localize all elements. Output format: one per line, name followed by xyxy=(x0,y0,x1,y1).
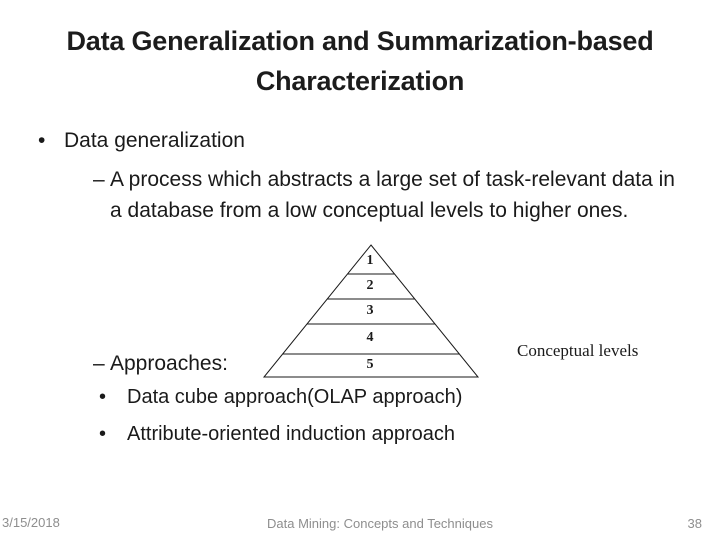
sub-bullet-process: – A process which abstracts a large set … xyxy=(93,164,675,226)
sub-bullet-approaches: –Approaches: xyxy=(93,351,228,377)
pyramid-level-1: 1 xyxy=(366,253,374,268)
slide-title-line-1: Data Generalization and Summarization-ba… xyxy=(66,26,654,56)
slide-title-line-2: Characterization xyxy=(255,66,465,96)
item-data-cube-approach: • Data cube approach(OLAP approach) xyxy=(99,384,462,410)
dash-bullet-icon: – xyxy=(93,168,105,191)
footer-date: 3/15/2018 xyxy=(2,515,60,530)
sub-bullet-process-line-1: A process which abstracts a large set of… xyxy=(110,168,675,191)
bullet-dot-icon: • xyxy=(99,386,107,408)
bullet-data-generalization-label: Data generalization xyxy=(64,129,245,152)
pyramid-level-4: 4 xyxy=(366,330,374,345)
item-data-cube-approach-label: Data cube approach(OLAP approach) xyxy=(127,386,463,408)
pyramid-outline xyxy=(262,244,480,378)
bullet-dot-icon: • xyxy=(38,129,46,152)
bullet-data-generalization: • Data generalization xyxy=(38,128,245,154)
footer-book-title: Data Mining: Concepts and Techniques xyxy=(267,516,493,531)
pyramid-level-5: 5 xyxy=(366,357,374,372)
sub-bullet-process-line-2: a database from a low conceptual levels … xyxy=(110,199,629,222)
footer-page-number: 38 xyxy=(687,516,702,531)
item-attribute-oriented-induction: • Attribute-oriented induction approach xyxy=(99,421,455,447)
sub-bullet-approaches-label: Approaches: xyxy=(110,352,228,375)
pyramid-diagram: 1 2 3 4 5 xyxy=(255,240,485,380)
slide-title: Data Generalization and Summarization-ba… xyxy=(0,21,720,101)
pyramid-level-2: 2 xyxy=(366,278,374,293)
pyramid-caption: Conceptual levels xyxy=(517,341,639,360)
item-attribute-oriented-induction-label: Attribute-oriented induction approach xyxy=(127,423,455,445)
bullet-dot-icon: • xyxy=(99,423,107,445)
pyramid-level-3: 3 xyxy=(366,303,374,318)
dash-bullet-icon: – xyxy=(93,352,105,375)
